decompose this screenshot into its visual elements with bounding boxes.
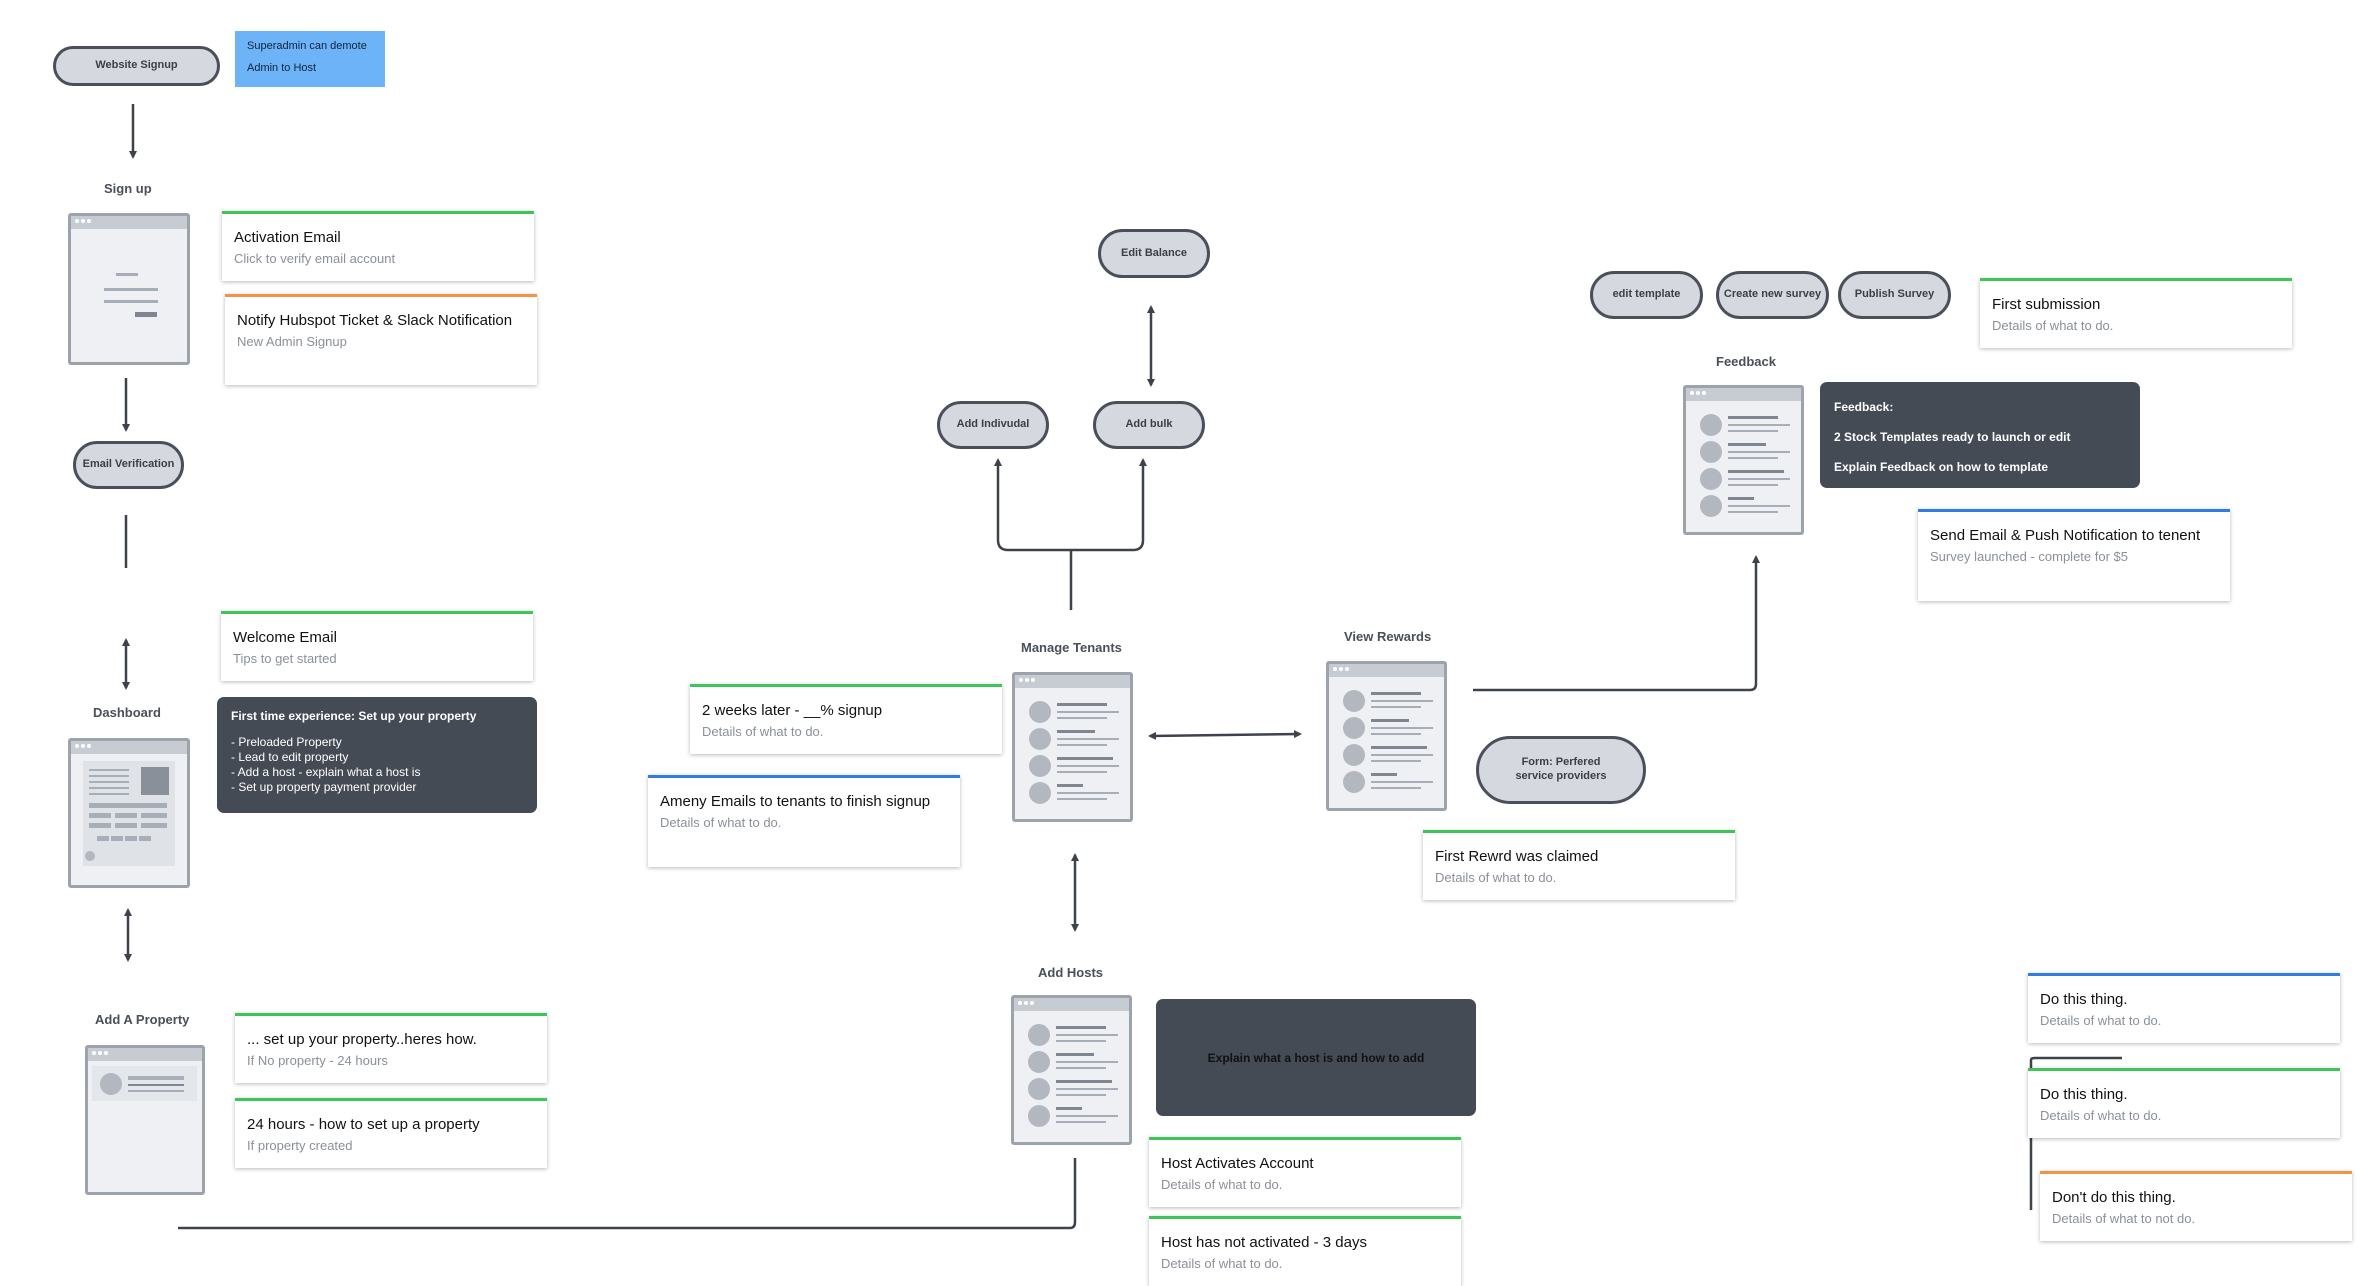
line-rewards-feedback: [1473, 555, 1760, 692]
card-title: 2 weeks later - __% signup: [702, 702, 883, 719]
edit-template-node[interactable]: edit template: [1590, 271, 1703, 319]
feedback-screen: [1683, 385, 1804, 535]
card-title: ... set up your property..heres how.: [247, 1031, 477, 1048]
add-hosts-screen: [1011, 995, 1132, 1145]
arrow-tenants-rewards: [1148, 730, 1302, 740]
sticky-line-2: Admin to Host: [247, 62, 317, 74]
form-preferred-providers-node[interactable]: Form: Perfered service providers: [1476, 736, 1646, 804]
first-time-experience-tooltip: First time experience: Set up your prope…: [217, 697, 537, 813]
publish-survey-node[interactable]: Publish Survey: [1838, 271, 1951, 319]
card-subtitle: Details of what to do.: [1161, 1177, 1283, 1192]
add-property-screen: [85, 1045, 205, 1195]
email-verification-node[interactable]: Email Verification: [73, 441, 184, 489]
card-title: Do this thing.: [2040, 1086, 2128, 1103]
tooltip-heading: First time experience: Set up your prope…: [231, 709, 477, 723]
setup-property-card[interactable]: ... set up your property..heres how. If …: [235, 1013, 547, 1083]
card-subtitle: Details of what to do.: [2040, 1108, 2162, 1123]
line-branch: [994, 458, 1147, 552]
tooltip-line: Explain Feedback on how to template: [1834, 460, 2049, 474]
ameny-emails-card[interactable]: Ameny Emails to tenants to finish signup…: [648, 775, 960, 867]
card-subtitle: Click to verify email account: [234, 251, 396, 266]
sticky-line-1: Superadmin can demote: [247, 40, 367, 52]
tooltip-item: - Preloaded Property: [231, 735, 342, 749]
card-subtitle: New Admin Signup: [237, 334, 347, 349]
property-24-hours-card[interactable]: 24 hours - how to set up a property If p…: [235, 1098, 547, 1168]
legend-dont-card[interactable]: Don't do this thing. Details of what to …: [2040, 1171, 2352, 1241]
card-subtitle: Tips to get started: [233, 651, 337, 666]
tooltip-item: - Set up property payment provider: [231, 780, 417, 794]
card-title: Ameny Emails to tenants to finish signup: [660, 793, 931, 810]
card-subtitle: Details of what to do.: [2040, 1013, 2162, 1028]
tooltip-item: - Lead to edit property: [231, 750, 349, 764]
card-title: Don't do this thing.: [2052, 1189, 2176, 1206]
manage-tenants-screen: [1012, 672, 1133, 822]
card-subtitle: If No property - 24 hours: [247, 1053, 388, 1068]
add-individual-node[interactable]: Add Indivudal: [937, 401, 1049, 449]
add-property-label: Add A Property: [95, 1012, 190, 1027]
card-title: Notify Hubspot Ticket & Slack Notificati…: [237, 312, 513, 329]
line-legend-bracket: [2029, 1056, 2122, 1210]
dashboard-label: Dashboard: [93, 705, 161, 720]
tooltip-line: 2 Stock Templates ready to launch or edi…: [1834, 430, 2071, 444]
host-tooltip: Explain what a host is and how to add: [1156, 999, 1476, 1116]
card-subtitle: Details of what to do.: [660, 815, 782, 830]
send-email-push-card[interactable]: Send Email & Push Notification to tenent…: [1918, 509, 2230, 601]
view-rewards-screen: [1326, 661, 1447, 811]
signup-screen: [68, 213, 190, 365]
card-title: First Rewrd was claimed: [1435, 848, 1599, 865]
card-subtitle: Survey launched - complete for $5: [1930, 549, 2128, 564]
feedback-tooltip: Feedback: 2 Stock Templates ready to lau…: [1820, 382, 2140, 488]
card-subtitle: Details of what to do.: [702, 724, 824, 739]
card-subtitle: If property created: [247, 1138, 353, 1153]
manage-tenants-label: Manage Tenants: [1021, 640, 1122, 655]
card-subtitle: Details of what to do.: [1435, 870, 1557, 885]
legend-do-card-2[interactable]: Do this thing. Details of what to do.: [2028, 1068, 2340, 1138]
activation-email-card[interactable]: Activation Email Click to verify email a…: [222, 211, 534, 281]
card-title: Host has not activated - 3 days: [1161, 1234, 1367, 1251]
card-title: Do this thing.: [2040, 991, 2128, 1008]
notify-hubspot-card[interactable]: Notify Hubspot Ticket & Slack Notificati…: [225, 294, 537, 385]
two-weeks-signup-card[interactable]: 2 weeks later - __% signup Details of wh…: [690, 684, 1002, 754]
add-bulk-node[interactable]: Add bulk: [1093, 401, 1205, 449]
add-hosts-label: Add Hosts: [1038, 965, 1103, 980]
feedback-label: Feedback: [1716, 354, 1776, 369]
tooltip-text: Explain what a host is and how to add: [1207, 1050, 1425, 1065]
sign-up-label: Sign up: [104, 181, 152, 196]
legend-do-card-1[interactable]: Do this thing. Details of what to do.: [2028, 973, 2340, 1043]
card-subtitle: Details of what to do.: [1992, 318, 2114, 333]
create-new-survey-node[interactable]: Create new survey: [1716, 271, 1829, 319]
tooltip-item: - Add a host - explain what a host is: [231, 765, 421, 779]
first-reward-claimed-card[interactable]: First Rewrd was claimed Details of what …: [1423, 830, 1735, 900]
line-property-hosts: [178, 1158, 1077, 1230]
card-title: Send Email & Push Notification to tenent: [1930, 527, 2201, 544]
view-rewards-label: View Rewards: [1344, 629, 1432, 644]
host-not-activated-card[interactable]: Host has not activated - 3 days Details …: [1149, 1216, 1461, 1286]
card-title: 24 hours - how to set up a property: [247, 1116, 480, 1133]
welcome-email-card[interactable]: Welcome Email Tips to get started: [221, 611, 533, 681]
tooltip-heading: Feedback:: [1834, 400, 1894, 414]
card-title: First submission: [1992, 296, 2101, 313]
host-activates-card[interactable]: Host Activates Account Details of what t…: [1149, 1137, 1461, 1207]
website-signup-node[interactable]: Website Signup: [53, 46, 220, 86]
dashboard-screen: [68, 738, 190, 888]
card-title: Welcome Email: [233, 629, 337, 646]
card-title: Activation Email: [234, 229, 341, 246]
card-subtitle: Details of what to not do.: [2052, 1211, 2196, 1226]
superadmin-sticky-note: Superadmin can demote Admin to Host: [235, 31, 385, 87]
first-submission-card[interactable]: First submission Details of what to do.: [1980, 278, 2292, 348]
card-title: Host Activates Account: [1161, 1155, 1314, 1172]
edit-balance-node[interactable]: Edit Balance: [1098, 229, 1210, 278]
card-subtitle: Details of what to do.: [1161, 1256, 1283, 1271]
